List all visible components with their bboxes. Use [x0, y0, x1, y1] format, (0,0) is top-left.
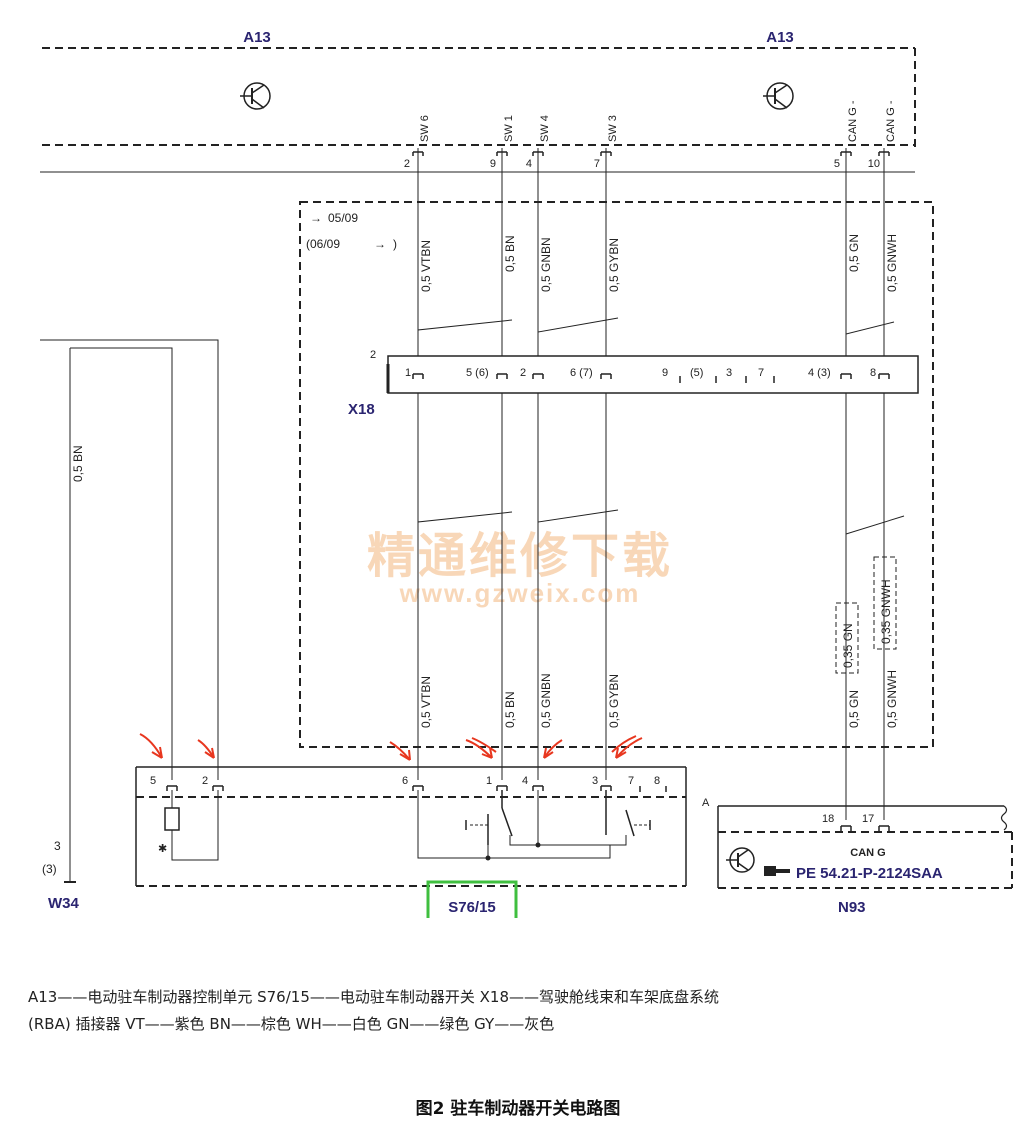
electronic-component-icon — [240, 82, 271, 110]
x18-connector: 2 X18 1 5 (6) 2 6 (7) 9 (5) 3 7 4 (3) 8 — [348, 349, 919, 418]
a13-signal: SW 1 — [503, 115, 515, 142]
n93-module: A 18 17 CAN G PE 54.21-P-2124SAA N93 — [702, 797, 1013, 916]
s76-pin: 8 — [654, 775, 660, 787]
legend-line: A13——电动驻车制动器控制单元 S76/15——电动驻车制动器开关 X18——… — [28, 988, 719, 1006]
s76-pin: 6 — [402, 775, 408, 787]
a13-label-right: A13 — [766, 29, 794, 46]
wire-label: 0,5 VTBN — [419, 240, 433, 292]
s76-pin: 5 — [150, 775, 156, 787]
x18-pin: 4 (3) — [808, 367, 831, 379]
n93-pin: 17 — [862, 813, 874, 825]
wire-harness — [412, 148, 905, 820]
s76-pin: 2 — [202, 775, 208, 787]
s76-pin: 4 — [522, 775, 528, 787]
wire-label: 0,5 VTBN — [419, 676, 433, 728]
x18-pin: (5) — [690, 367, 703, 379]
w34-pin: (3) — [42, 862, 57, 876]
electronic-component-icon — [726, 847, 755, 873]
wire-label: 0,5 GNWH — [885, 670, 899, 728]
variant-enclosure: → 05/09 (06/09 → ) — [299, 201, 934, 748]
n93-pin: 18 — [822, 813, 834, 825]
x18-pin: 2 — [520, 367, 526, 379]
s76-label: S76/15 — [448, 899, 496, 916]
wire-label: 0,5 BN — [503, 691, 517, 728]
legend-line: (RBA) 插接器 VT——紫色 BN——棕色 WH——白色 GN——绿色 GY… — [28, 1015, 555, 1033]
w34-ground: 0,5 BN 3 (3) W34 — [40, 339, 219, 912]
watermark-title: 精通维修下载 — [367, 530, 673, 583]
a13-pin: 4 — [526, 158, 532, 170]
x18-pin: 5 (6) — [466, 367, 489, 379]
alt-wire-label: 0,35 GNWH — [879, 579, 893, 644]
a13-pin: 9 — [490, 158, 496, 170]
legend: A13——电动驻车制动器控制单元 S76/15——电动驻车制动器开关 X18——… — [28, 984, 1018, 1038]
x18-pin: 7 — [758, 367, 764, 379]
a13-signal: CAN G - — [847, 100, 859, 142]
svg-text:✱: ✱ — [158, 843, 167, 855]
wire-label: 0,5 GNBN — [539, 673, 553, 728]
figure-caption: 图2 驻车制动器开关电路图 — [415, 1099, 621, 1119]
alt-wire-label: 0,35 GN — [841, 623, 855, 668]
s76-pin: 7 — [628, 775, 634, 787]
x18-pin: 6 (7) — [570, 367, 593, 379]
alt-wire-box — [835, 602, 859, 674]
alt-wire-box — [873, 556, 897, 650]
x18-pin: 3 — [726, 367, 732, 379]
x18-pin: 9 — [662, 367, 668, 379]
wire-label: 0,5 BN — [503, 235, 517, 272]
s76-switch-module: 5 2 6 1 4 3 7 8 ✱ — [135, 766, 687, 918]
a13-signal: SW 4 — [539, 115, 551, 142]
date-from: 05/09 — [328, 211, 358, 225]
wire-label: 0,5 GN — [847, 690, 861, 728]
x18-connector-number: 2 — [370, 349, 376, 361]
a13-signal: SW 6 — [419, 115, 431, 142]
s76-pin: 3 — [592, 775, 598, 787]
x18-pin: 1 — [405, 367, 411, 379]
a13-pin: 7 — [594, 158, 600, 170]
w34-pin: 3 — [54, 839, 61, 853]
a13-signal: SW 3 — [607, 115, 619, 142]
s76-pin: 1 — [486, 775, 492, 787]
wire-label: 0,5 GN — [847, 234, 861, 272]
svg-text:→: → — [374, 237, 386, 251]
n93-can-label: CAN G — [850, 847, 885, 859]
date-to-close: ) — [393, 237, 397, 251]
x18-pin: 8 — [870, 367, 876, 379]
w34-label: W34 — [48, 895, 80, 912]
wire-label: 0,5 GNWH — [885, 234, 899, 292]
w34-wire-label: 0,5 BN — [71, 445, 85, 482]
watermark-url: www.gzweix.com — [399, 578, 641, 608]
a13-signal: CAN G - — [885, 100, 897, 142]
highlight-arrows — [139, 733, 643, 761]
a13-control-unit: A13 A13 2 9 4 7 5 10 SW 6 SW 1 SW 4 SW 3… — [40, 29, 916, 173]
wire-label: 0,5 GYBN — [607, 674, 621, 728]
a13-pin: 5 — [834, 158, 840, 170]
n93-reference: PE 54.21-P-2124SAA — [796, 865, 943, 882]
wire-label: 0,5 GYBN — [607, 238, 621, 292]
date-to: (06/09 — [306, 237, 340, 251]
x18-label: X18 — [348, 401, 375, 418]
electronic-component-icon — [763, 82, 794, 110]
wire-label: 0,5 GNBN — [539, 237, 553, 292]
circuit-diagram: 精通维修下载 www.gzweix.com A13 A13 2 9 4 7 5 … — [40, 29, 1013, 918]
a13-label-left: A13 — [243, 29, 271, 46]
a13-pin: 10 — [868, 158, 880, 170]
reference-hand-icon — [764, 866, 790, 876]
n93-label: N93 — [838, 899, 866, 916]
svg-text:→: → — [310, 211, 322, 225]
a13-pin: 2 — [404, 158, 410, 170]
n93-ground-label: A — [702, 797, 710, 809]
